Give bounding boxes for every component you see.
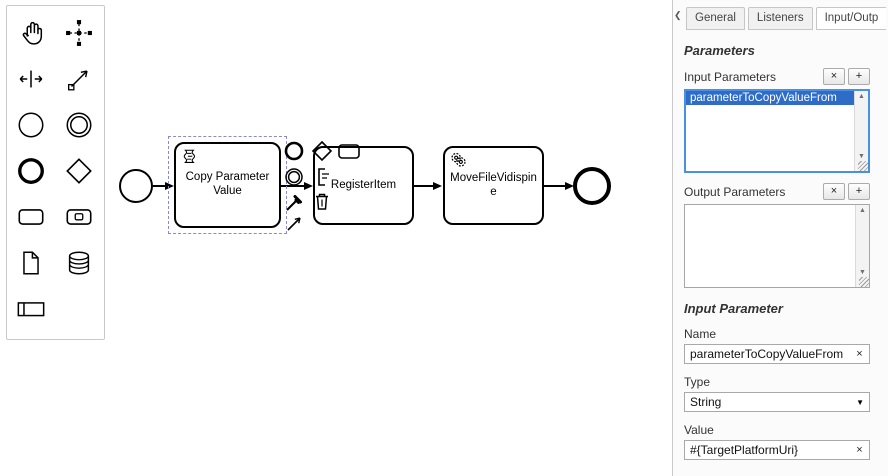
task-movefilevidispine[interactable]: MoveFileVidispine [443,146,544,225]
name-label: Name [684,327,717,341]
dropdown-arrow-icon[interactable]: ▼ [856,397,864,407]
list-item[interactable]: parameterToCopyValueFrom [686,91,854,105]
clear-name-icon[interactable]: × [856,348,863,360]
scroll-up-icon[interactable]: ▲ [859,207,866,214]
task-icon[interactable] [10,196,52,238]
add-input-parameter-button[interactable]: + [848,68,870,85]
task-label: Copy Parameter Value [185,171,270,197]
input-parameters-label: Input Parameters [684,69,777,84]
input-parameters-list[interactable]: parameterToCopyValueFrom ▲ ▼ [684,89,870,173]
scroll-up-icon[interactable]: ▲ [858,93,865,100]
participant-icon[interactable] [10,288,52,330]
properties-tabs: General Listeners Input/Outp [686,7,886,30]
append-end-event-icon[interactable] [282,139,306,163]
task-copy-parameter-value[interactable]: Copy Parameter Value [174,142,281,228]
value-label: Value [684,423,714,437]
add-output-parameter-button[interactable]: + [848,183,870,200]
append-text-annotation-icon[interactable] [310,165,334,189]
data-store-icon[interactable] [58,242,100,284]
hand-tool-icon[interactable] [10,12,52,54]
clear-value-icon[interactable]: × [856,444,863,456]
tab-general[interactable]: General [686,7,745,30]
end-event[interactable] [573,167,611,205]
gateway-icon[interactable] [58,150,100,192]
resize-grip[interactable] [859,277,869,287]
space-tool-icon[interactable] [10,58,52,100]
end-event-icon[interactable] [10,150,52,192]
list-scrollbar[interactable]: ▲ ▼ [855,205,869,287]
type-label: Type [684,375,711,389]
list-scrollbar[interactable]: ▲ ▼ [854,91,868,171]
append-gateway-icon[interactable] [310,139,334,163]
lasso-tool-icon[interactable] [58,12,100,54]
type-selected-value: String [690,395,722,409]
collapse-panel-icon[interactable]: ❮ [674,10,682,20]
remove-output-parameter-button[interactable]: × [823,183,845,200]
type-select[interactable]: String ▼ [684,392,870,412]
append-intermediate-event-icon[interactable] [282,165,306,189]
name-input[interactable] [688,347,853,361]
change-type-wrench-icon[interactable] [282,191,306,215]
output-parameters-label: Output Parameters [684,184,786,199]
task-registeritem[interactable]: RegisterItem [313,146,414,225]
start-event[interactable] [119,169,153,203]
subprocess-icon[interactable] [58,196,100,238]
properties-panel: ❮ General Listeners Input/Outp Parameter… [672,0,888,476]
delete-trash-icon[interactable] [310,189,334,213]
input-parameter-heading: Input Parameter [684,301,783,316]
task-label: RegisterItem [330,178,397,191]
intermediate-event-icon[interactable] [58,104,100,146]
tab-input-output[interactable]: Input/Outp [815,7,886,30]
scroll-down-icon[interactable]: ▼ [859,269,866,276]
value-field[interactable]: × [684,440,870,460]
global-connect-tool-icon[interactable] [58,58,100,100]
append-task-icon[interactable] [337,139,361,163]
parameters-heading: Parameters [684,43,755,58]
remove-input-parameter-button[interactable]: × [823,68,845,85]
resize-grip[interactable] [858,161,868,171]
start-event-icon[interactable] [10,104,52,146]
output-parameters-list[interactable]: ▲ ▼ [684,204,870,288]
script-task-icon [181,148,196,169]
task-label: MoveFileVidispine [450,171,537,198]
tab-listeners[interactable]: Listeners [747,7,813,30]
name-field[interactable]: × [684,344,870,364]
connect-tool-icon[interactable] [283,211,307,235]
bpmn-palette [6,5,105,340]
scroll-down-icon[interactable]: ▼ [858,153,865,160]
data-object-icon[interactable] [10,242,52,284]
value-input[interactable] [688,443,853,457]
service-task-gear-icon [450,152,467,173]
